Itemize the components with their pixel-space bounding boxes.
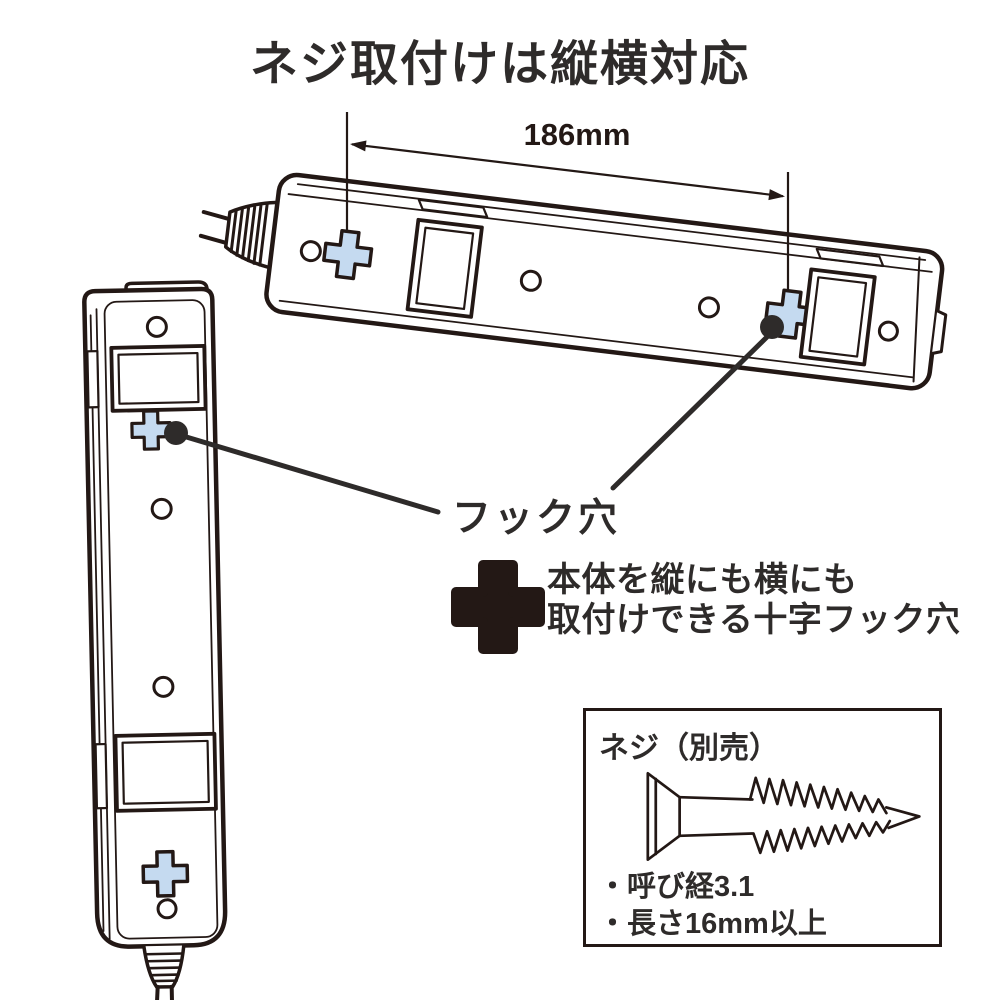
callout-dot <box>164 421 188 445</box>
screw-spec-diameter: ・呼び経3.1 <box>598 871 755 903</box>
cord-ribs <box>229 203 269 267</box>
screw-shank <box>678 795 754 838</box>
screw-hole <box>299 240 322 263</box>
screw-hole <box>519 269 542 292</box>
horizontal-power-strip <box>198 172 948 391</box>
cross-hook-hole-icon <box>141 849 190 898</box>
dimension-line <box>351 143 784 198</box>
dimension-186mm <box>345 112 790 292</box>
power-cord <box>155 984 174 1000</box>
outlet-opening-inner <box>121 739 210 805</box>
cord-ribs <box>144 952 184 983</box>
cross-feature-icon <box>451 560 545 654</box>
cross-hook-hole-icon <box>322 228 374 281</box>
callout-dot <box>760 315 784 339</box>
side-slit <box>86 350 100 409</box>
screw-hole <box>145 315 168 338</box>
cross-feature-text: 本体を縦にも横にも 取付けできる十字フック穴 <box>547 560 960 640</box>
screw-tip <box>885 806 921 830</box>
leader-line-right <box>610 331 773 491</box>
outlet-opening-inner <box>415 226 475 311</box>
leader-line-left <box>180 433 441 515</box>
dimension-label: 186mm <box>523 117 631 152</box>
outlet-opening <box>113 731 218 813</box>
screw-box-title: ネジ（別売） <box>599 732 779 765</box>
screw-hole <box>697 296 720 319</box>
outlet-opening <box>405 217 484 319</box>
vertical-power-strip <box>82 280 228 1000</box>
outlet-opening <box>109 344 208 413</box>
screw-hole <box>150 497 173 520</box>
hook-hole-label: フック穴 <box>452 497 621 540</box>
outlet-opening <box>798 267 877 367</box>
dimension-arrow-icon <box>350 140 367 152</box>
screw-info-box: ネジ（別売） ・呼び経3.1 ・長さ16mm以上 <box>583 708 942 947</box>
screw-hole <box>877 320 899 342</box>
screw-icon <box>646 771 921 862</box>
side-face-lines <box>89 308 111 940</box>
screw-thread-bottom <box>752 819 892 855</box>
screw-specs: ・呼び経3.1 ・長さ16mm以上 <box>598 869 827 943</box>
cross-feature-line2: 取付けできる十字フック穴 <box>547 601 961 639</box>
vent-slit <box>417 198 489 219</box>
screw-head <box>646 771 681 862</box>
cross-hook-hole-icon <box>764 288 816 340</box>
end-cap-tab <box>930 309 948 356</box>
outlet-opening-inner <box>808 276 868 358</box>
front-face-outline <box>103 299 219 940</box>
outlet-opening-inner <box>117 351 200 405</box>
screw-hole <box>156 898 178 920</box>
vent-slit <box>815 247 885 268</box>
cross-feature-line1: 本体を縦にも横にも <box>547 561 858 599</box>
screw-hole <box>152 675 175 698</box>
dimension-arrow-icon <box>768 189 785 201</box>
end-cap-line <box>912 256 921 383</box>
screw-spec-length: ・長さ16mm以上 <box>598 908 827 940</box>
page-title: ネジ取付けは縦横対応 <box>249 38 750 91</box>
cross-hook-hole-icon <box>130 409 172 451</box>
power-cord <box>198 210 232 245</box>
hook-hole-callouts <box>164 315 784 515</box>
screw-thread-top <box>748 776 888 815</box>
side-slit <box>94 742 109 810</box>
